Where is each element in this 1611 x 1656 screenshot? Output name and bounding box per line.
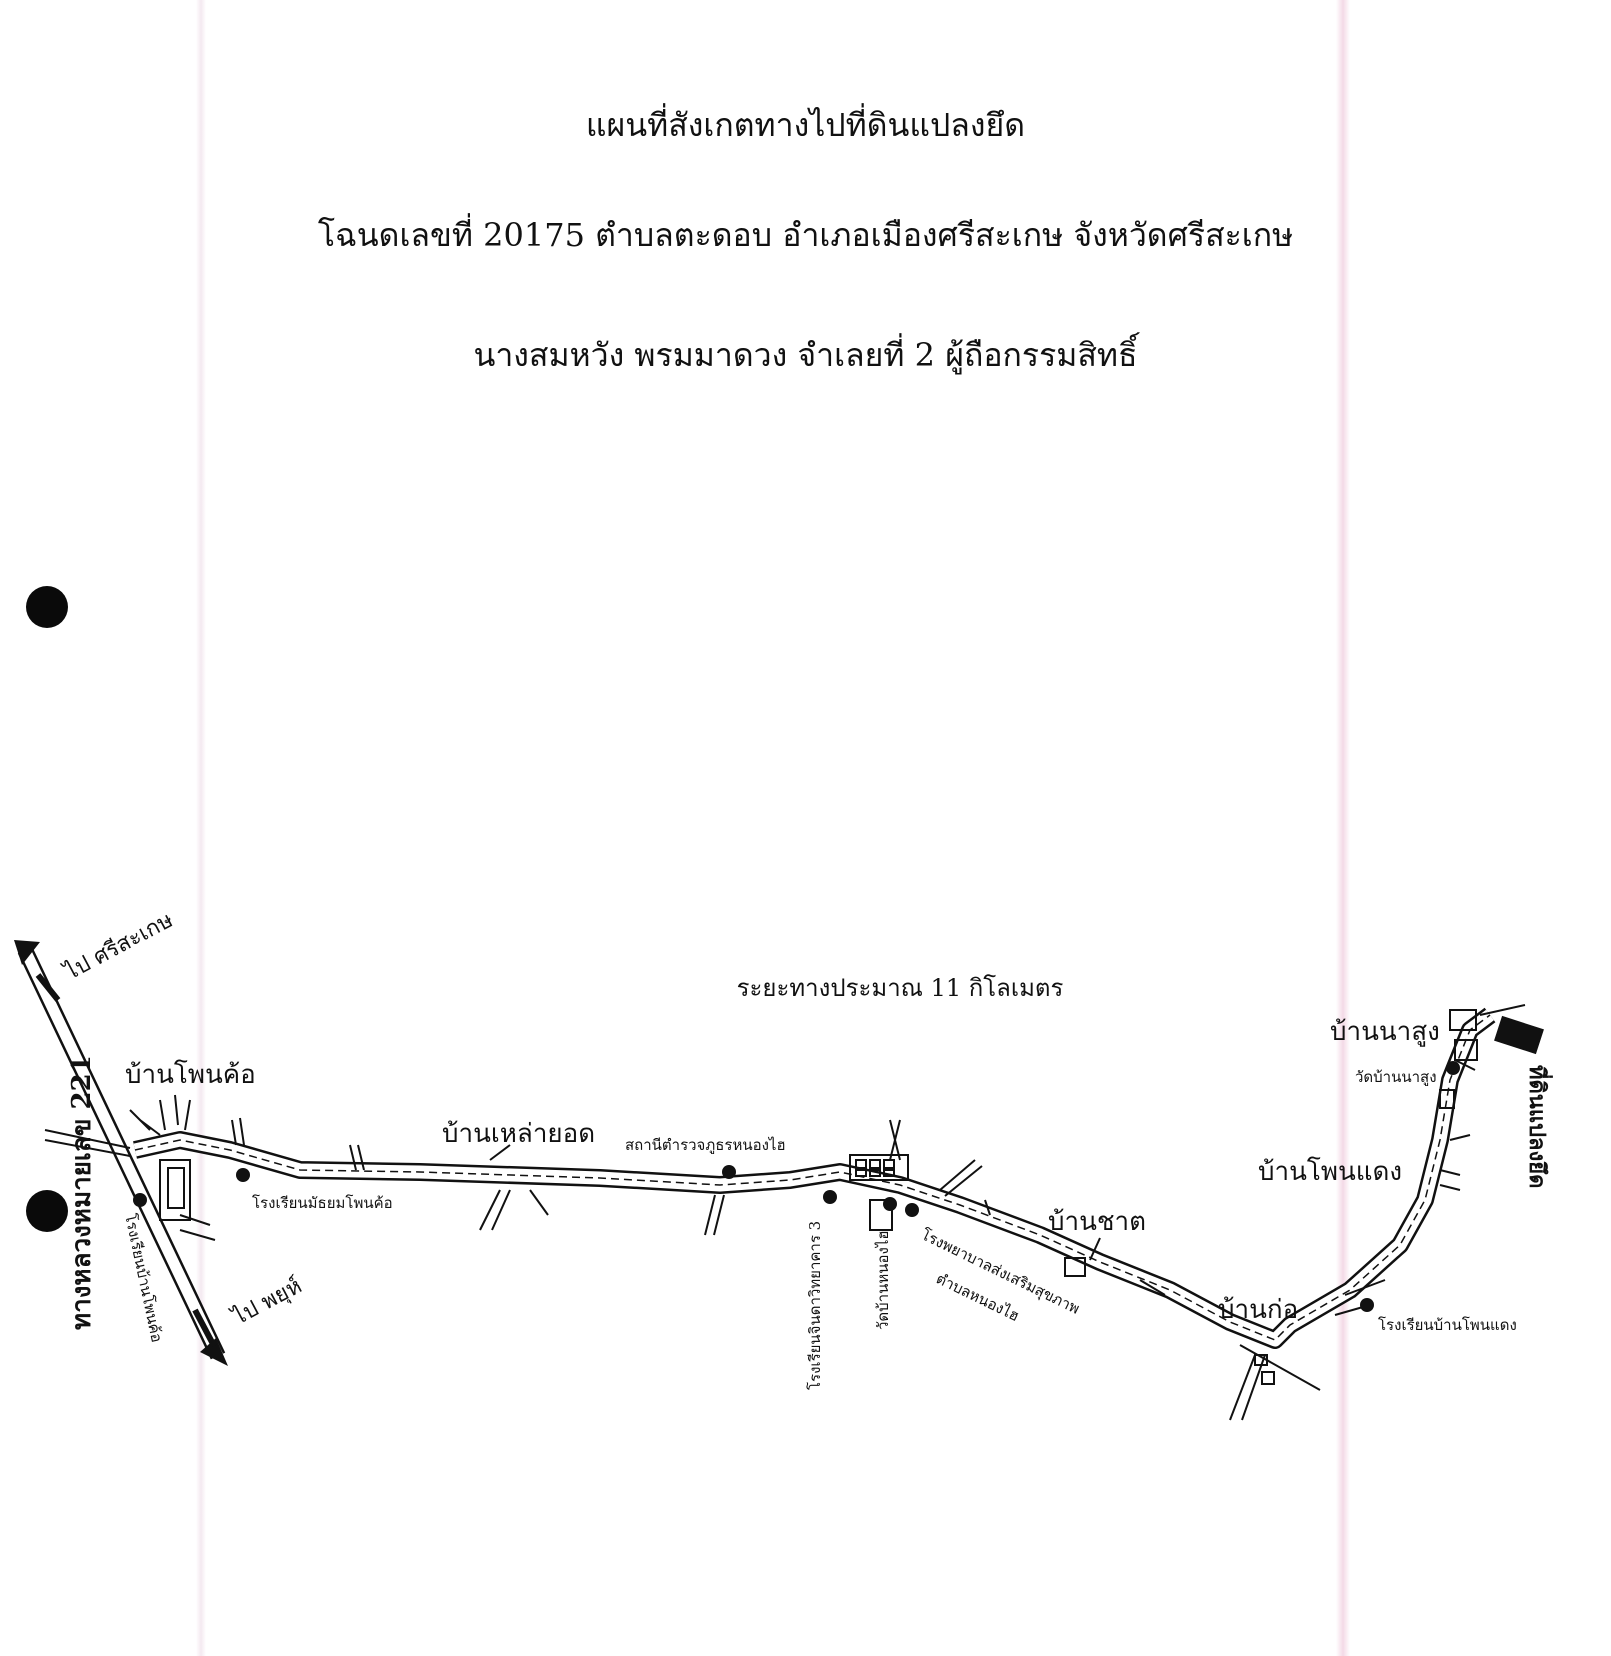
village-na-sung: บ้านนาสูง [1330,1017,1440,1047]
village-phon-kho: บ้านโพนค้อ [125,1059,256,1090]
map-title: แผนที่สังเกตทางไปที่ดินแปลงยึด [585,106,1026,144]
arrow-to-sisaket-icon [14,940,40,965]
label-seized-parcel: ที่ดินแปลงยึด [1524,1065,1554,1188]
village-lao-yot: บ้านเหล่ายอด [442,1119,595,1149]
village-chat: บ้านชาต [1048,1207,1146,1237]
paper-fold-left [196,0,206,1656]
main-route-road [133,1007,1496,1349]
landmark-dots [133,1061,1460,1312]
label-phon-kho-secondary-school: โรงเรียนมัธยมโพนค้อ [252,1194,393,1212]
punch-hole-bottom [26,1190,68,1232]
village-phon-daeng: บ้านโพนแดง [1258,1156,1402,1187]
dot-nong-sai-police [722,1165,736,1179]
dot-wat-nong-sai [883,1197,897,1211]
dot-phon-kho-secondary-school [236,1168,250,1182]
side-roads [44,1004,1526,1421]
label-nong-sai-police: สถานีตำรวจภูธรหนองไฮ [625,1136,786,1154]
highway-label: ทางหลวงหมายเลข 221 [67,1055,97,1330]
arrow-to-phayu-icon [200,1338,228,1366]
deed-line: โฉนดเลขที่ 20175 ตำบลตะดอบ อำเภอเมืองศรี… [317,216,1294,254]
paper-fold-right [1336,0,1350,1656]
owner-line: นางสมหวัง พรมมาดวง จำเลยที่ 2 ผู้ถือกรรม… [473,336,1138,374]
dot-health-hospital [905,1203,919,1217]
label-wat-na-sung: วัดบ้านนาสูง [1355,1068,1437,1086]
distance-note: ระยะทางประมาณ 11 กิโลเมตร [737,974,1064,1002]
dot-wat-na-sung [1446,1061,1460,1075]
dot-phon-daeng-school [1360,1298,1374,1312]
label-wat-nong-sai: วัดบ้านหนองไฮ [874,1230,892,1330]
highway-221 [14,940,228,1366]
village-ko: บ้านก่อ [1218,1295,1298,1325]
dot-phon-kho-school [133,1193,147,1207]
punch-hole-top [26,586,68,628]
direction-to-sisaket: ไป ศรีสะเกษ [59,907,178,986]
seized-parcel-marker [1494,1015,1544,1055]
label-jindawittayakarn-school: โรงเรียนจินดาวิทยาคาร 3 [806,1221,824,1390]
label-phon-daeng-school: โรงเรียนบ้านโพนแดง [1378,1316,1517,1334]
dot-jindawittayakarn-school [823,1190,837,1204]
direction-to-phayu: ไป พยุห์ [227,1273,306,1332]
